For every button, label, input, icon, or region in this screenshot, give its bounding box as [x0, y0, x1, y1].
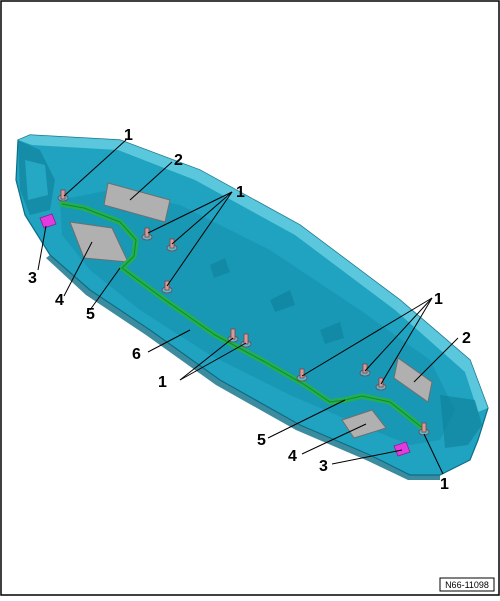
callout-4: 4 [288, 448, 297, 465]
leader-lines [37, 139, 459, 475]
callout-1: 1 [434, 291, 443, 308]
callout-3: 3 [319, 458, 328, 475]
callout-6: 6 [132, 346, 141, 363]
callout-1: 1 [158, 374, 167, 391]
clip-3-right [393, 441, 411, 457]
callout-2: 2 [174, 152, 183, 169]
housing-panel [15, 134, 489, 480]
stud [141, 227, 153, 241]
callout-3: 3 [28, 270, 37, 287]
stud [227, 328, 239, 343]
callout-1: 1 [236, 184, 245, 201]
callout-4: 4 [55, 292, 64, 309]
callout-5: 5 [257, 432, 266, 449]
callout-labels: 1 2 1 3 4 5 6 1 1 2 5 4 3 1 [28, 127, 471, 493]
pad-2-left [103, 182, 171, 223]
callout-1: 1 [440, 476, 449, 493]
reference-code: N66-11098 [445, 580, 489, 590]
stud [296, 368, 308, 382]
stud [240, 333, 252, 348]
callout-2: 2 [462, 330, 471, 347]
reference-code-box: N66-11098 [439, 577, 495, 592]
clip-3-left [39, 213, 57, 229]
pad-2-right [393, 357, 433, 403]
callout-1: 1 [124, 127, 133, 144]
callout-5: 5 [86, 306, 95, 323]
